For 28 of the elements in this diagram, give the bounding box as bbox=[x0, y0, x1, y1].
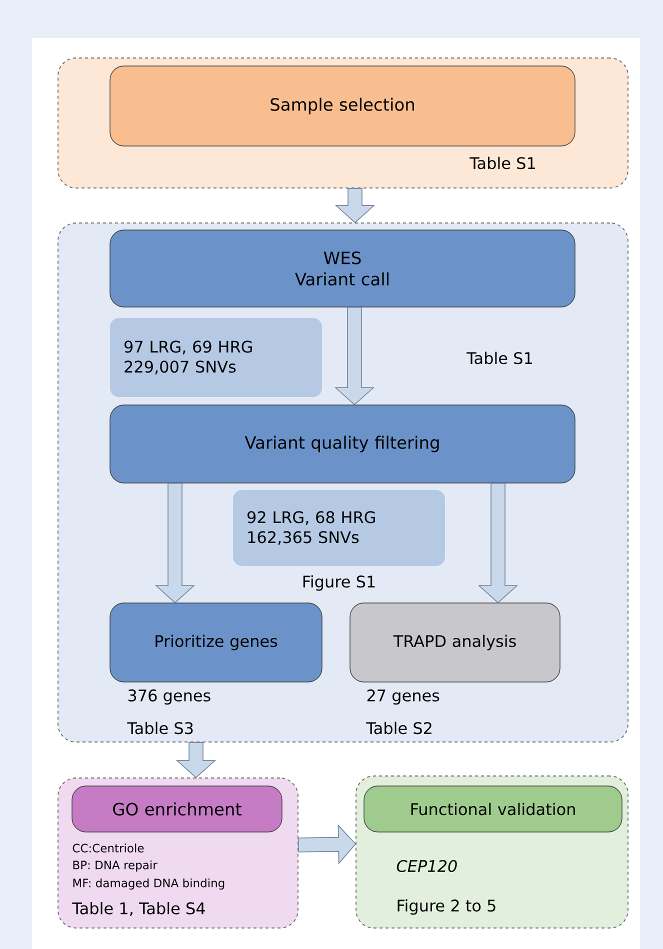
process-box: WES Variant call bbox=[110, 230, 576, 308]
caption-text: Table S3 bbox=[127, 722, 193, 734]
note-text: Figure 2 to 5 bbox=[398, 899, 496, 915]
process-box: Variant quality filtering bbox=[110, 404, 576, 484]
block-arrow bbox=[176, 742, 216, 778]
caption-text: 376 genes bbox=[128, 689, 210, 705]
note-text: Table S1 bbox=[466, 352, 532, 364]
block-arrow bbox=[334, 306, 375, 406]
caption-text: Table S2 bbox=[366, 722, 432, 734]
process-box: GO enrichment bbox=[72, 786, 282, 832]
info-box: 92 LRG, 68 HRG 162,365 SNVs bbox=[233, 490, 445, 566]
note-text: CEP120 bbox=[396, 860, 457, 872]
note-text: CC:Centriole bbox=[72, 844, 144, 852]
note-text: Table S1 bbox=[470, 156, 535, 170]
caption-text: Figure S1 bbox=[303, 575, 375, 591]
process-box: TRAPD analysis bbox=[350, 602, 560, 682]
note-text: Table 1, Table S4 bbox=[72, 902, 205, 916]
block-arrow bbox=[154, 482, 196, 604]
block-arrow bbox=[298, 824, 356, 864]
process-box: Sample selection bbox=[110, 66, 576, 146]
info-box: 97 LRG, 69 HRG 229,007 SNVs bbox=[110, 318, 322, 397]
process-box: Prioritize genes bbox=[110, 602, 322, 682]
note-text: MF: damaged DNA binding bbox=[73, 878, 224, 890]
caption-text: 27 genes bbox=[367, 689, 440, 705]
block-arrow bbox=[478, 482, 518, 604]
note-text: BP: DNA repair bbox=[73, 860, 158, 872]
block-arrow bbox=[334, 188, 376, 224]
process-box: Functional validation bbox=[364, 786, 622, 832]
